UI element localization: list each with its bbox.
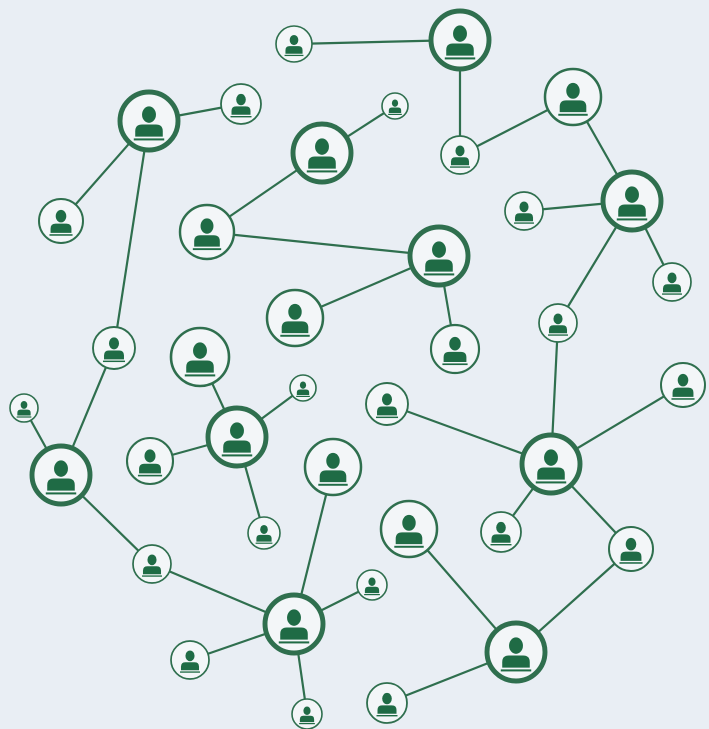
person-node — [356, 569, 388, 601]
person-icon — [102, 337, 126, 363]
person-icon — [662, 272, 682, 295]
person-node — [220, 83, 262, 125]
person-icon — [376, 692, 398, 717]
person-node — [379, 499, 439, 559]
person-node — [303, 437, 363, 497]
person-icon — [299, 706, 315, 725]
hub-person-node — [407, 224, 471, 288]
person-icon — [296, 381, 310, 397]
person-icon — [394, 514, 424, 548]
person-icon — [137, 449, 163, 477]
connection-line — [205, 230, 441, 258]
person-node — [652, 262, 692, 302]
person-icon — [278, 609, 310, 644]
person-node — [38, 198, 84, 244]
hub-person-node — [600, 169, 664, 233]
person-node — [92, 326, 136, 370]
person-icon — [616, 186, 648, 221]
person-node — [543, 67, 603, 127]
person-node — [381, 92, 409, 120]
person-icon — [514, 201, 534, 224]
person-node — [170, 640, 210, 680]
hub-person-node — [519, 432, 583, 496]
person-icon — [364, 577, 380, 596]
hub-person-node — [428, 8, 492, 72]
person-icon — [490, 521, 512, 546]
person-node — [538, 303, 578, 343]
person-icon — [375, 393, 399, 419]
person-node — [275, 25, 313, 63]
person-icon — [450, 145, 470, 168]
person-nodes — [9, 8, 706, 729]
person-icon — [255, 524, 273, 544]
hub-person-node — [29, 443, 93, 507]
person-node — [429, 323, 481, 375]
connection-lines — [22, 38, 685, 716]
person-icon — [49, 209, 73, 236]
person-icon — [535, 449, 567, 484]
person-node — [440, 135, 480, 175]
person-node — [132, 544, 172, 584]
connection-line — [112, 119, 151, 350]
person-icon — [442, 336, 468, 366]
person-node — [504, 191, 544, 231]
hub-person-node — [262, 592, 326, 656]
person-icon — [16, 400, 32, 418]
person-node — [9, 393, 39, 423]
person-icon — [444, 25, 476, 60]
person-icon — [619, 537, 643, 564]
person-icon — [142, 554, 162, 577]
person-icon — [306, 138, 338, 173]
person-icon — [548, 313, 568, 336]
hub-person-node — [484, 620, 548, 684]
person-icon — [192, 218, 222, 251]
person-node — [365, 382, 409, 426]
person-node — [608, 526, 654, 572]
hub-person-node — [290, 121, 354, 185]
person-icon — [671, 373, 695, 400]
person-node — [247, 516, 281, 550]
person-node — [125, 436, 175, 486]
person-icon — [500, 637, 532, 672]
person-node — [480, 511, 522, 553]
hub-person-node — [205, 405, 269, 469]
person-node — [660, 362, 706, 408]
person-icon — [184, 342, 216, 377]
person-node — [265, 288, 325, 348]
person-icon — [423, 241, 455, 276]
person-node — [366, 682, 408, 724]
person-icon — [221, 422, 253, 457]
person-icon — [230, 93, 252, 118]
person-icon — [318, 452, 348, 486]
person-icon — [45, 460, 77, 495]
person-node — [178, 203, 236, 261]
hub-person-node — [117, 89, 181, 153]
person-icon — [388, 99, 402, 115]
person-icon — [280, 303, 310, 337]
person-icon — [133, 106, 165, 141]
person-icon — [180, 650, 200, 673]
person-icon — [284, 34, 304, 57]
person-icon — [558, 82, 588, 116]
person-node — [169, 326, 231, 388]
person-node — [289, 374, 317, 402]
person-node — [291, 698, 323, 729]
